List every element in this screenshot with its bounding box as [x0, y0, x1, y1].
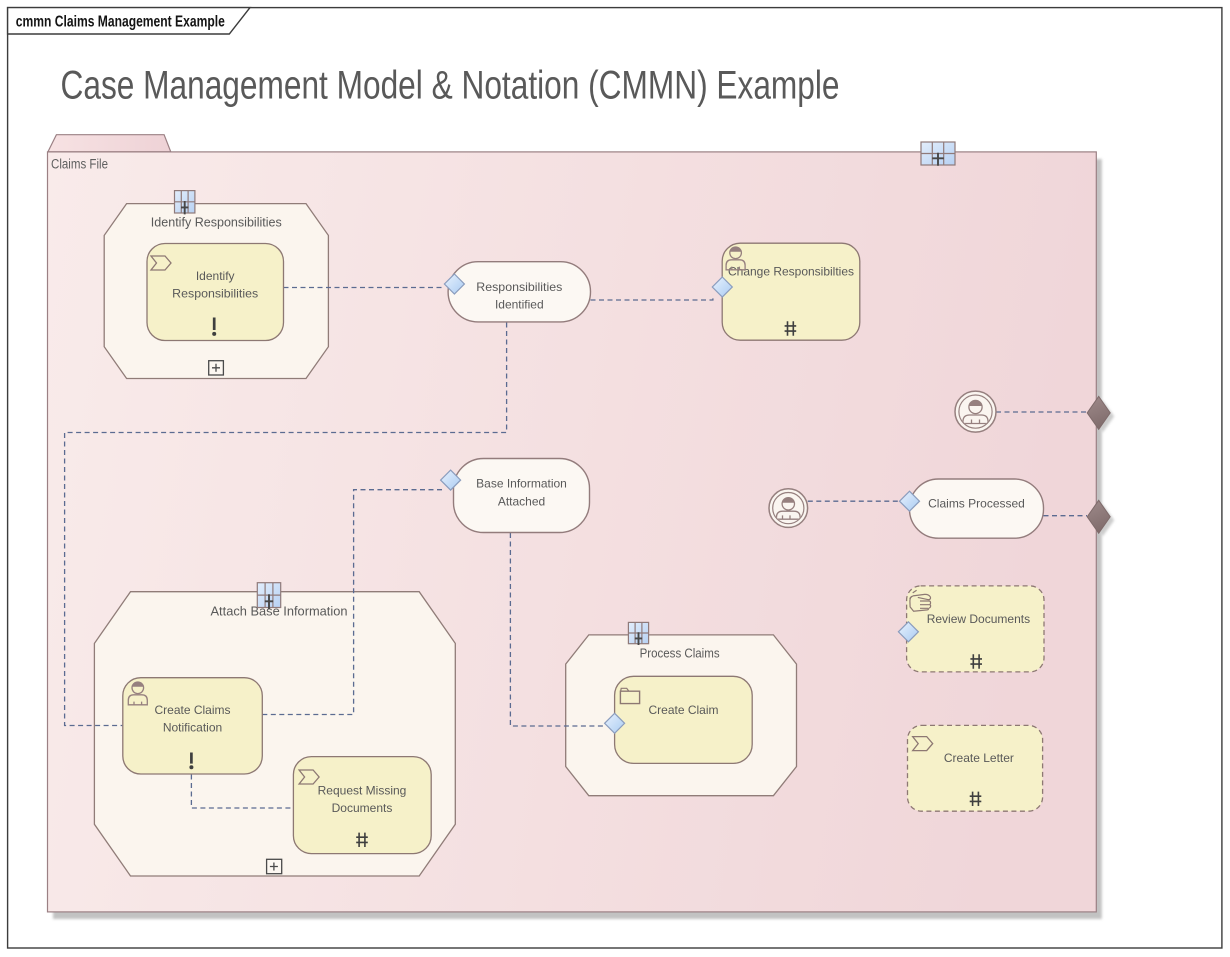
- svg-text:Identify Responsibilities: Identify Responsibilities: [151, 215, 282, 230]
- svg-text:Review Documents: Review Documents: [927, 612, 1030, 626]
- svg-text:Responsibilities: Responsibilities: [172, 287, 258, 301]
- svg-text:Request Missing: Request Missing: [318, 784, 407, 798]
- svg-text:Create Claim: Create Claim: [648, 703, 718, 717]
- svg-text:Claims File: Claims File: [51, 157, 108, 172]
- svg-text:Create Letter: Create Letter: [944, 751, 1014, 765]
- svg-text:Responsibilities: Responsibilities: [476, 280, 562, 294]
- svg-text:Documents: Documents: [332, 801, 393, 815]
- svg-text:Notification: Notification: [163, 721, 222, 735]
- svg-text:Attached: Attached: [498, 495, 545, 509]
- svg-text:Claims Processed: Claims Processed: [928, 497, 1025, 511]
- svg-text:cmmn Claims Management Example: cmmn Claims Management Example: [16, 13, 225, 30]
- svg-text:Case Management Model & Notati: Case Management Model & Notation (CMMN) …: [61, 64, 840, 108]
- svg-text:Process Claims: Process Claims: [640, 646, 720, 661]
- svg-text:Identified: Identified: [495, 298, 544, 312]
- svg-text:Identify: Identify: [196, 269, 235, 283]
- svg-text:Create Claims: Create Claims: [154, 703, 230, 717]
- svg-text:Attach Base Information: Attach Base Information: [211, 604, 348, 619]
- svg-text:Change Responsibilties: Change Responsibilties: [728, 265, 854, 279]
- svg-text:Base Information: Base Information: [476, 477, 567, 491]
